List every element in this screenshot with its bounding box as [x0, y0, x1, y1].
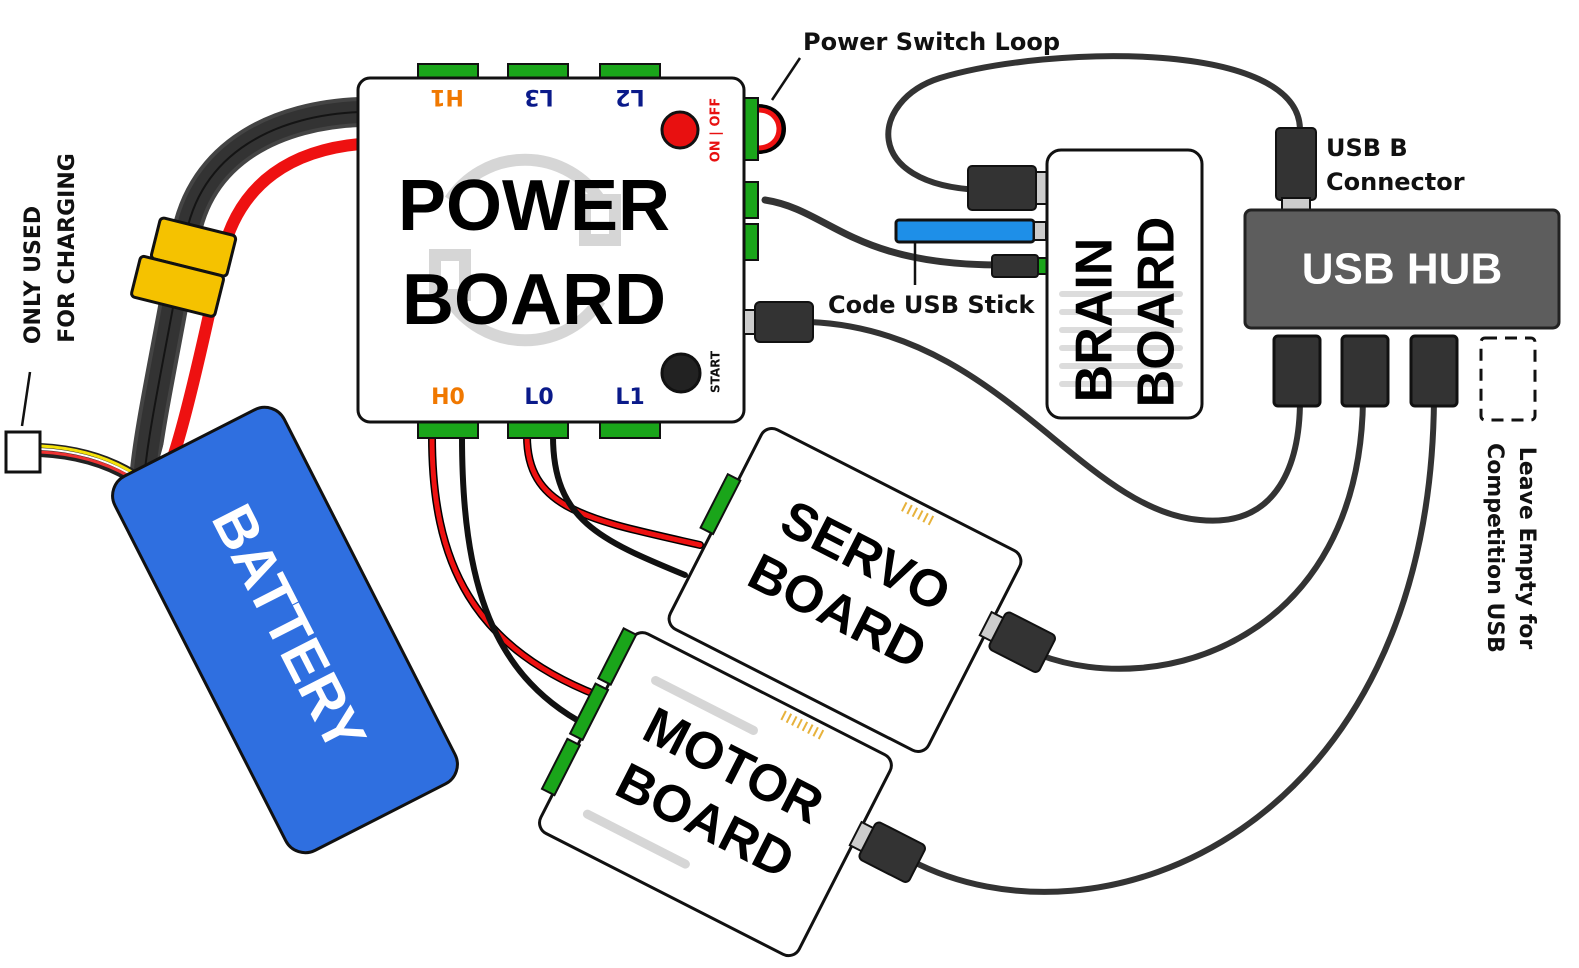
usb-hub: USB HUB — [1243, 127, 1561, 422]
callout-power-switch-loop: Power Switch Loop — [803, 28, 1060, 56]
motor-connector-3 — [540, 737, 582, 797]
callout-usb-b-line2: Connector — [1326, 168, 1465, 196]
callout-code-usb-stick: Code USB Stick — [828, 291, 1036, 319]
hub-port-1 — [1272, 334, 1322, 408]
servo-power-connector — [699, 472, 742, 536]
brain-usb-plug-top — [967, 165, 1037, 211]
usb-b-plug — [1275, 127, 1317, 201]
motor-board-pins — [780, 710, 825, 740]
balance-lead-white — [39, 448, 136, 478]
usb-hub-body — [1243, 208, 1561, 330]
balance-lead-yellow — [38, 444, 137, 476]
powerboard-usb-plug — [754, 301, 814, 343]
port-label-l1: L1 — [615, 385, 644, 410]
start-button[interactable] — [660, 352, 702, 394]
brain-board-title-2: BOARD — [1128, 217, 1186, 408]
power-board-body — [356, 76, 746, 424]
wires — [33, 53, 1437, 895]
brain-board-title-1: BRAIN — [1066, 238, 1124, 403]
servo-usb-plug — [978, 610, 1056, 673]
wire-brain-power — [761, 196, 1004, 269]
wire-h0-red — [428, 432, 614, 704]
wire-servo-usb — [1037, 397, 1366, 672]
usb-hub-title: USB HUB — [1302, 245, 1502, 294]
power-board-title-2: BOARD — [402, 260, 666, 340]
port-label-l2: L2 — [615, 84, 644, 109]
brain-power-plug — [991, 254, 1039, 278]
hub-port-3 — [1409, 334, 1459, 408]
port-label-l3: L3 — [524, 84, 553, 109]
on-off-label: ON | OFF — [709, 98, 724, 163]
callout-leave-empty-2: Competition USB — [1482, 443, 1507, 653]
wire-brain-usb — [885, 53, 1303, 193]
motor-connector-2 — [568, 682, 610, 742]
start-label: START — [709, 350, 723, 393]
power-board: H1 L3 L2 POWER BOARD ON | OFF START H0 L… — [356, 63, 814, 439]
wire-h0-black — [459, 433, 599, 733]
wire-powerboard-usb — [807, 319, 1303, 524]
servo-board: SERVO BOARD — [667, 427, 1023, 753]
wire-motor-usb — [907, 397, 1437, 895]
servo-board-pins — [901, 501, 935, 526]
motor-board: MOTOR BOARD — [538, 627, 893, 958]
hub-port-2 — [1340, 334, 1390, 408]
balance-callout-line — [20, 371, 32, 427]
motor-connector-1 — [596, 627, 638, 686]
hub-port-empty[interactable] — [1479, 336, 1537, 422]
brain-board-pins — [1059, 291, 1183, 387]
callout-usb-b-line1: USB B — [1326, 134, 1408, 162]
connector-l1 — [599, 421, 661, 439]
code-usb-stick[interactable] — [894, 218, 1036, 244]
connector-h0 — [417, 421, 479, 439]
power-board-title-1: POWER — [398, 166, 670, 246]
motor-usb-plug — [848, 820, 926, 883]
wire-l0-black — [550, 433, 688, 578]
on-off-button[interactable] — [660, 110, 700, 150]
callout-only-used-1: ONLY USED — [21, 206, 46, 344]
wire-h0-red-in — [429, 433, 613, 703]
usb-b-neck — [1281, 197, 1311, 211]
port-label-h1: H1 — [430, 84, 464, 109]
code-usb-stick-neck — [1033, 221, 1047, 241]
battery: BATTERY — [111, 405, 459, 855]
port-label-h0: H0 — [431, 385, 465, 410]
port-label-l0: L0 — [524, 385, 553, 410]
switch-loop-red — [755, 107, 782, 151]
xt60-connector — [130, 216, 238, 318]
callout-leave-empty-1: Leave Empty for — [1514, 447, 1539, 650]
xt60-lower — [130, 254, 226, 318]
callouts: Power Switch Loop USB B Connector Code U… — [21, 28, 1539, 653]
callout-only-used-2: FOR CHARGING — [55, 153, 80, 343]
connector-l0 — [507, 421, 569, 439]
callout-power-switch-line — [770, 57, 802, 101]
brain-board: BRAIN BOARD — [894, 148, 1204, 420]
battery-body — [111, 405, 459, 855]
power-board-watermark — [429, 153, 621, 347]
balance-plug — [4, 430, 42, 474]
motor-board-heatsinks — [582, 676, 759, 869]
